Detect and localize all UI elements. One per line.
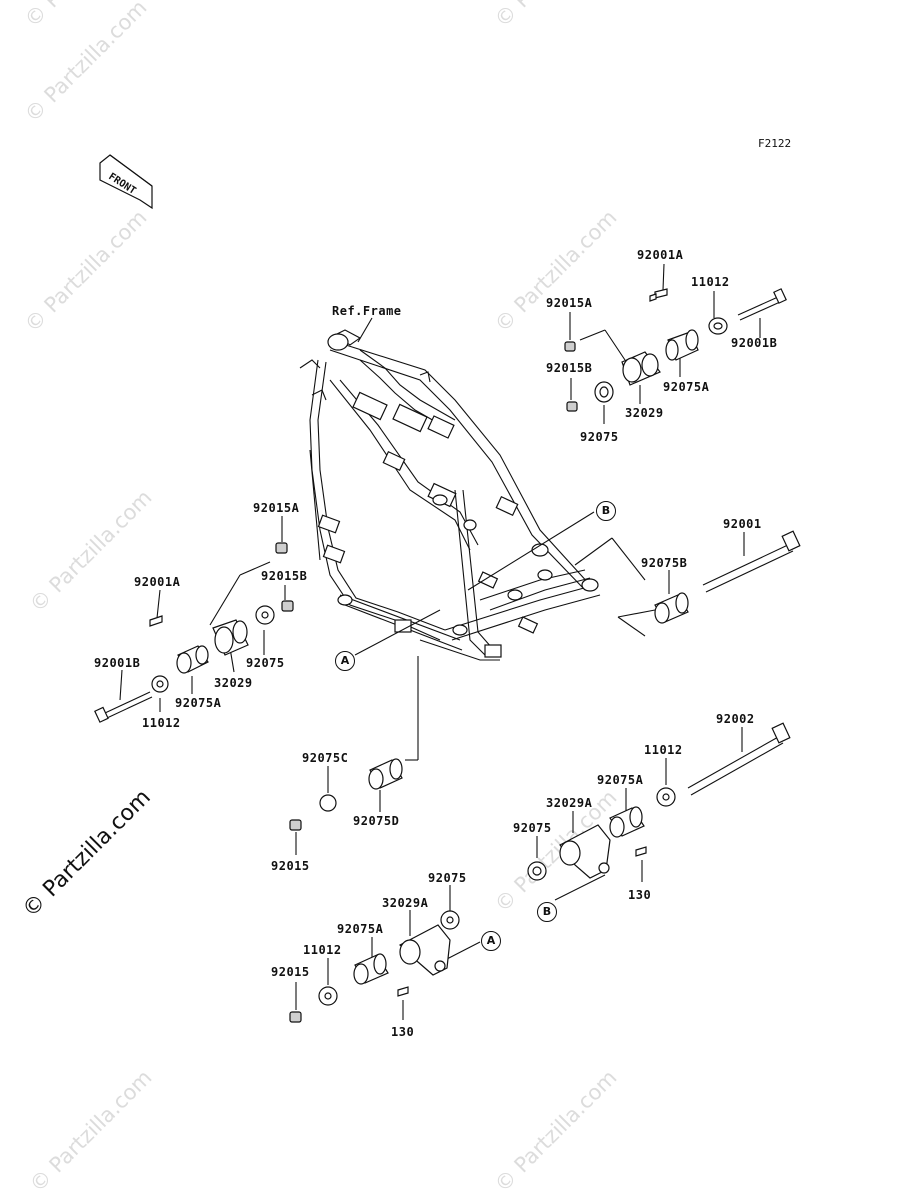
- part-label: 92015B: [546, 361, 593, 375]
- front-arrow-icon: FRONT: [99, 154, 153, 210]
- callout-a: A: [335, 651, 355, 671]
- part-label: 92075D: [353, 814, 400, 828]
- part-label: 92001A: [637, 248, 684, 262]
- part-label: 32029A: [546, 796, 593, 810]
- part-label: 92001B: [731, 336, 778, 350]
- part-label: 32029: [214, 676, 253, 690]
- lower-right-parts: [527, 722, 791, 881]
- part-label: 92075A: [175, 696, 222, 710]
- part-label: 92001: [723, 517, 762, 531]
- part-label: 92075A: [597, 773, 644, 787]
- part-label: 11012: [691, 275, 730, 289]
- part-label: 92075A: [337, 922, 384, 936]
- part-label: 92002: [716, 712, 755, 726]
- part-label: 92075: [428, 871, 467, 885]
- 92001B-bolt-top: [737, 288, 787, 321]
- part-label: 11012: [303, 943, 342, 957]
- part-label: 92075B: [641, 556, 688, 570]
- part-label: 11012: [644, 743, 683, 757]
- part-label: 92015: [271, 965, 310, 979]
- part-label: 11012: [142, 716, 181, 730]
- part-label: 92075C: [302, 751, 349, 765]
- frame-illustration: [299, 329, 601, 661]
- part-label: 92001A: [134, 575, 181, 589]
- part-label: 92075: [513, 821, 552, 835]
- middle-parts: [289, 758, 403, 831]
- callout-b: B: [537, 902, 557, 922]
- part-label: 92015A: [546, 296, 593, 310]
- right-parts: [654, 530, 801, 624]
- part-label: 92015: [271, 859, 310, 873]
- part-label: 130: [628, 888, 652, 902]
- left-parts: [94, 542, 294, 723]
- part-label: 130: [391, 1025, 415, 1039]
- callout-b: B: [596, 501, 616, 521]
- part-label: 32029A: [382, 896, 429, 910]
- figure-code: F2122: [758, 137, 792, 150]
- part-label: 92075: [246, 656, 285, 670]
- bottom-parts: [289, 910, 460, 1023]
- part-label: 92075: [580, 430, 619, 444]
- part-label: 92015A: [253, 501, 300, 515]
- callout-a: A: [481, 931, 501, 951]
- part-label: 92015B: [261, 569, 308, 583]
- part-label: 92001B: [94, 656, 141, 670]
- part-label: 92075A: [663, 380, 710, 394]
- frame-label: Ref.Frame: [332, 304, 402, 318]
- part-label: 32029: [625, 406, 664, 420]
- top-right-parts: [564, 288, 787, 412]
